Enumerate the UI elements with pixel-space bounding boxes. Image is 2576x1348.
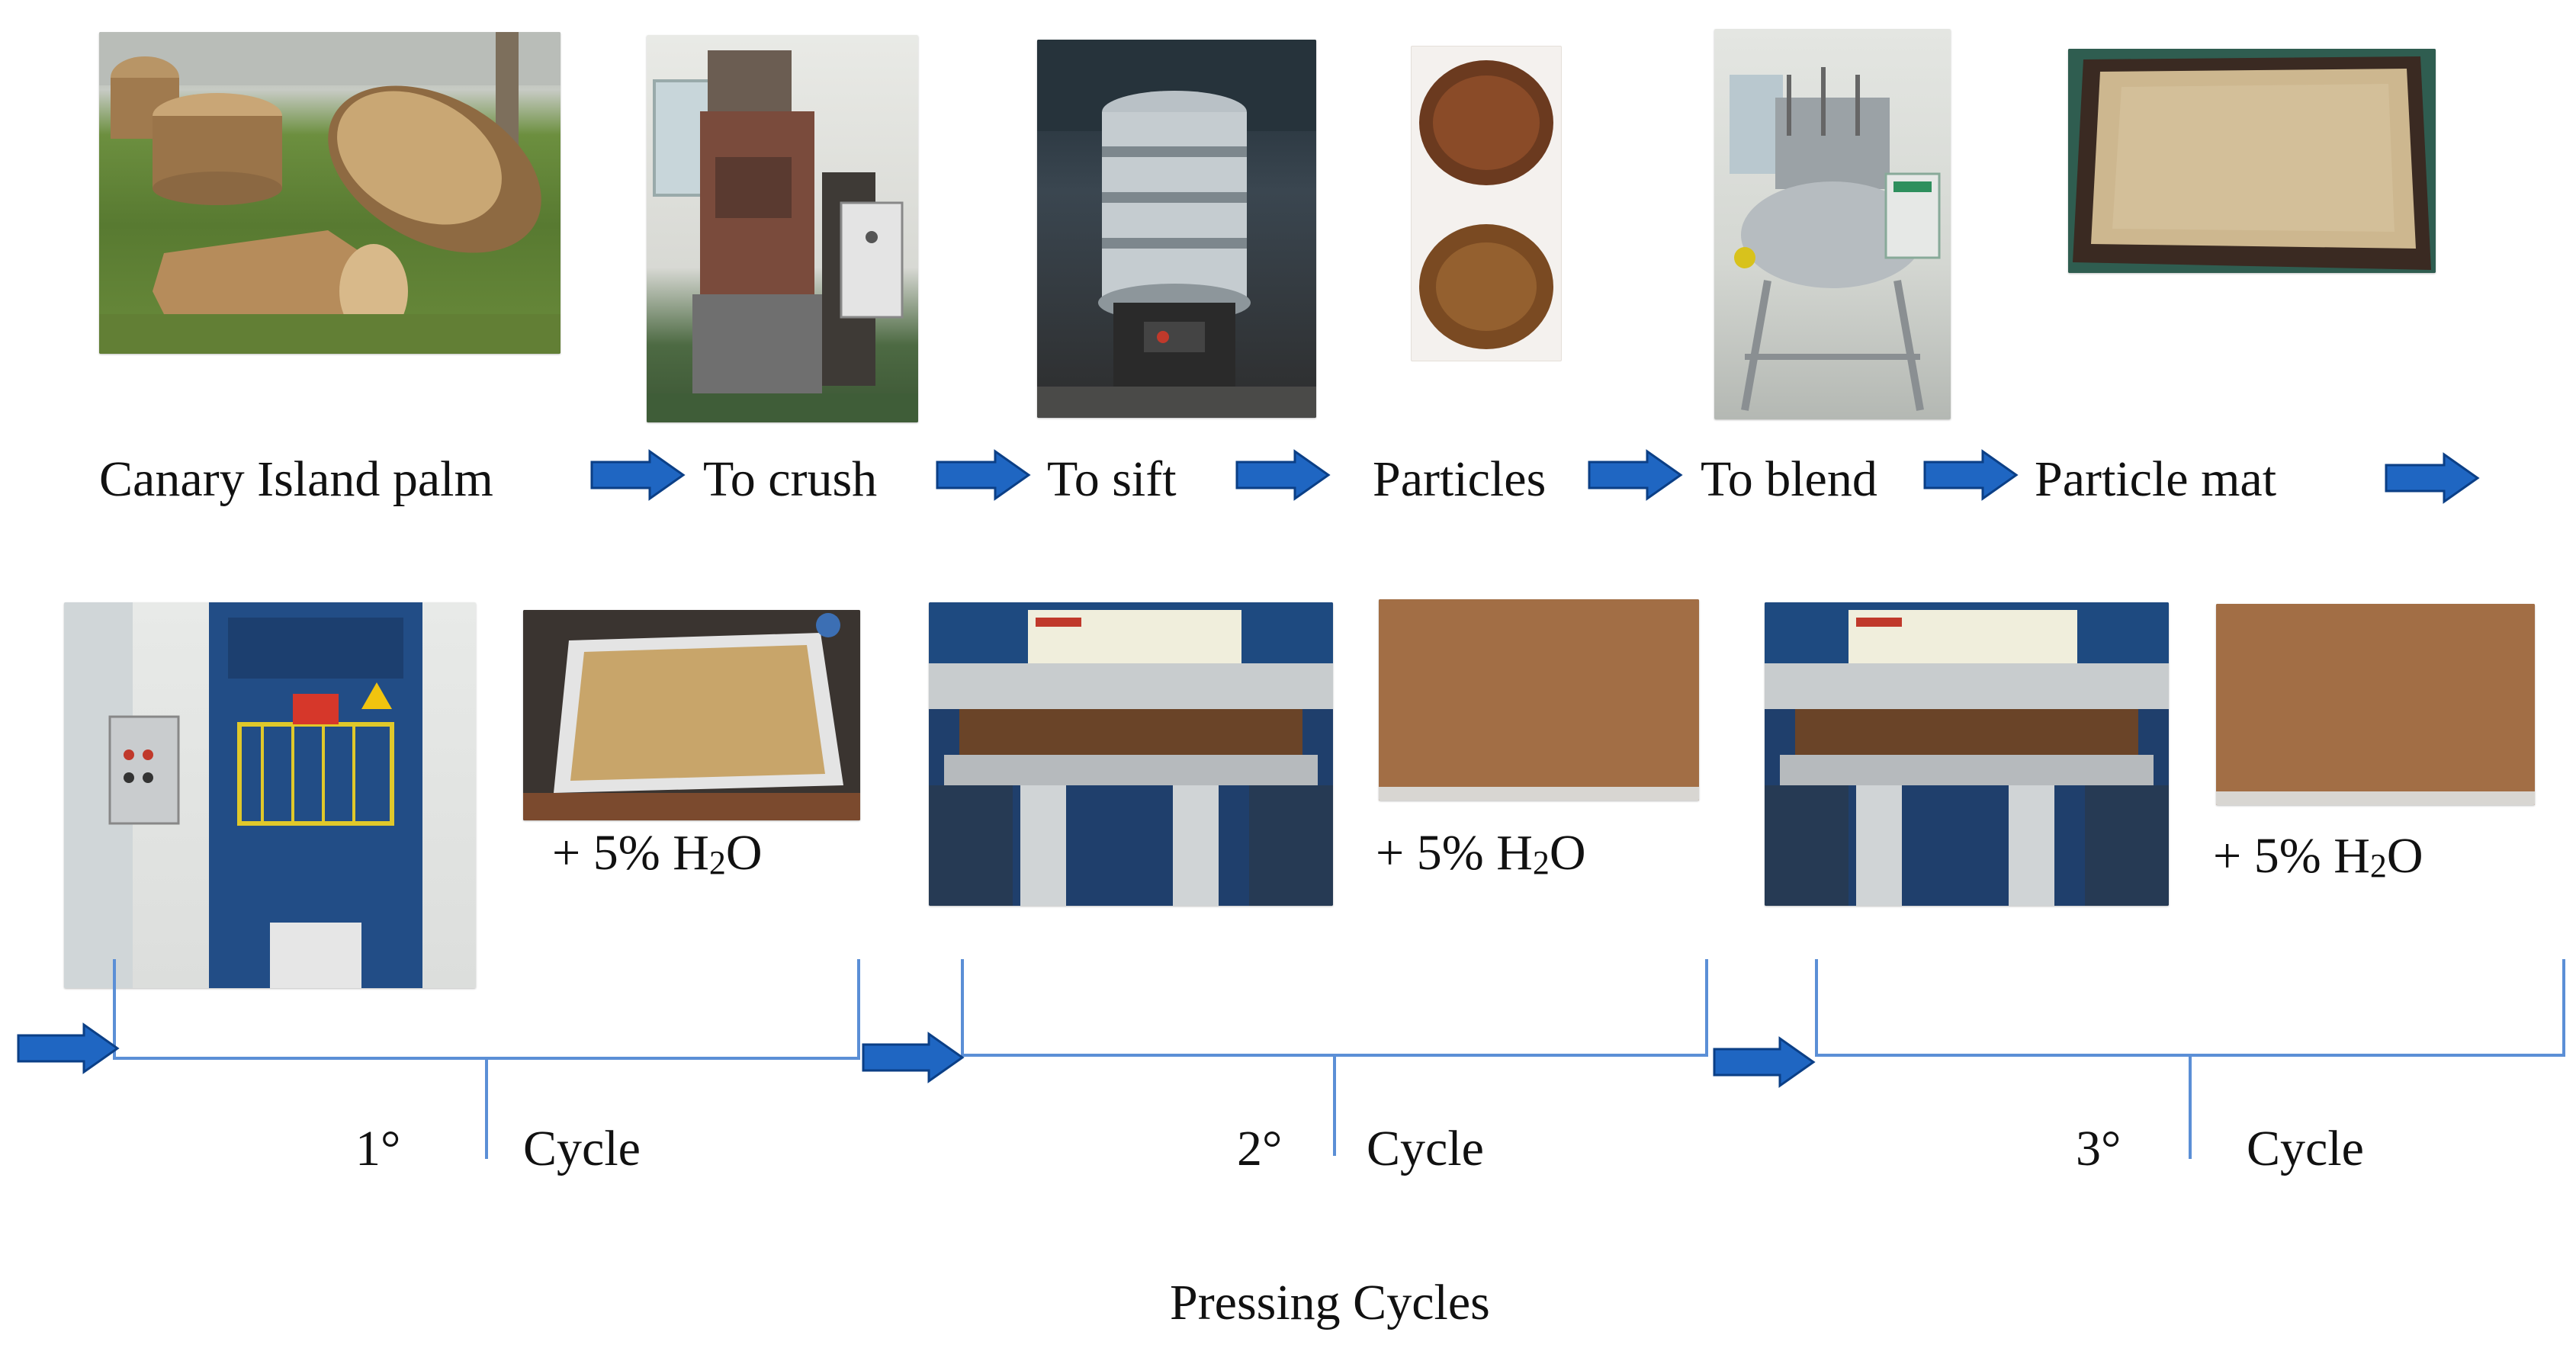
cycle-1-number: 1° — [355, 1121, 401, 1176]
board-illustration — [1379, 599, 1699, 801]
mat-frame-illustration — [523, 610, 860, 820]
arrow-right-icon — [2385, 452, 2480, 504]
press-plates-photo-3 — [1765, 602, 2169, 906]
arrow-right-icon — [936, 449, 1031, 501]
particle-mat-photo — [2068, 49, 2436, 273]
water-label-3: + 5% H2O — [2213, 828, 2423, 884]
cycle-1-bracket — [113, 959, 860, 1060]
arrow-right-icon — [1923, 449, 2019, 501]
step-label-palm: Canary Island palm — [99, 451, 493, 507]
palm-trunk-photo — [99, 32, 560, 354]
arrow-right-icon — [17, 1022, 120, 1074]
particles-photo — [1411, 46, 1562, 361]
sieve-shaker-photo — [1037, 40, 1316, 418]
timeline-lines — [113, 959, 2565, 1159]
step-label-sift: To sift — [1047, 451, 1177, 507]
press-plates-illustration — [929, 602, 1333, 906]
blender-machine-photo — [1714, 29, 1951, 419]
cycle-3-number: 3° — [2076, 1121, 2122, 1176]
cycle-2-number: 2° — [1237, 1121, 1283, 1176]
cycle-2-bracket — [961, 959, 1708, 1057]
step-label-mat: Particle mat — [2035, 451, 2277, 507]
mat-illustration — [2068, 49, 2436, 273]
press-illustration — [64, 602, 422, 988]
step-label-particles: Particles — [1373, 451, 1547, 507]
step-label-blend: To blend — [1701, 451, 1877, 507]
arrow-right-icon — [1235, 449, 1331, 501]
pressed-board-photo-1 — [1379, 599, 1699, 801]
crusher-illustration — [647, 50, 918, 422]
hot-press-photo — [64, 602, 476, 988]
particles-illustration — [1419, 60, 1553, 349]
board-illustration-2 — [2216, 604, 2535, 805]
blender-illustration — [1730, 67, 1941, 411]
arrow-right-icon — [862, 1032, 965, 1083]
water-label-2: + 5% H2O — [1376, 825, 1586, 881]
step-label-crush: To crush — [703, 451, 878, 507]
mat-in-frame-photo — [523, 610, 860, 820]
pressed-board-photo-2 — [2216, 604, 2535, 805]
press-plates-photo-2 — [929, 602, 1333, 906]
crusher-machine-photo — [647, 35, 918, 422]
press-plates-illustration-3 — [1765, 602, 2169, 906]
arrow-right-icon — [1588, 449, 1683, 501]
arrow-right-icon — [590, 449, 686, 501]
cycle-3-word: Cycle — [2247, 1121, 2364, 1176]
palm-trunk-illustration — [99, 32, 560, 354]
cycle-1-word: Cycle — [523, 1121, 641, 1176]
sifter-illustration — [1037, 40, 1316, 418]
pressing-cycles-caption: Pressing Cycles — [1170, 1275, 1490, 1330]
water-label-1: + 5% H2O — [552, 825, 763, 881]
cycle-2-word: Cycle — [1367, 1121, 1484, 1176]
cycle-3-bracket — [1815, 959, 2565, 1057]
arrow-right-icon — [1713, 1036, 1816, 1088]
